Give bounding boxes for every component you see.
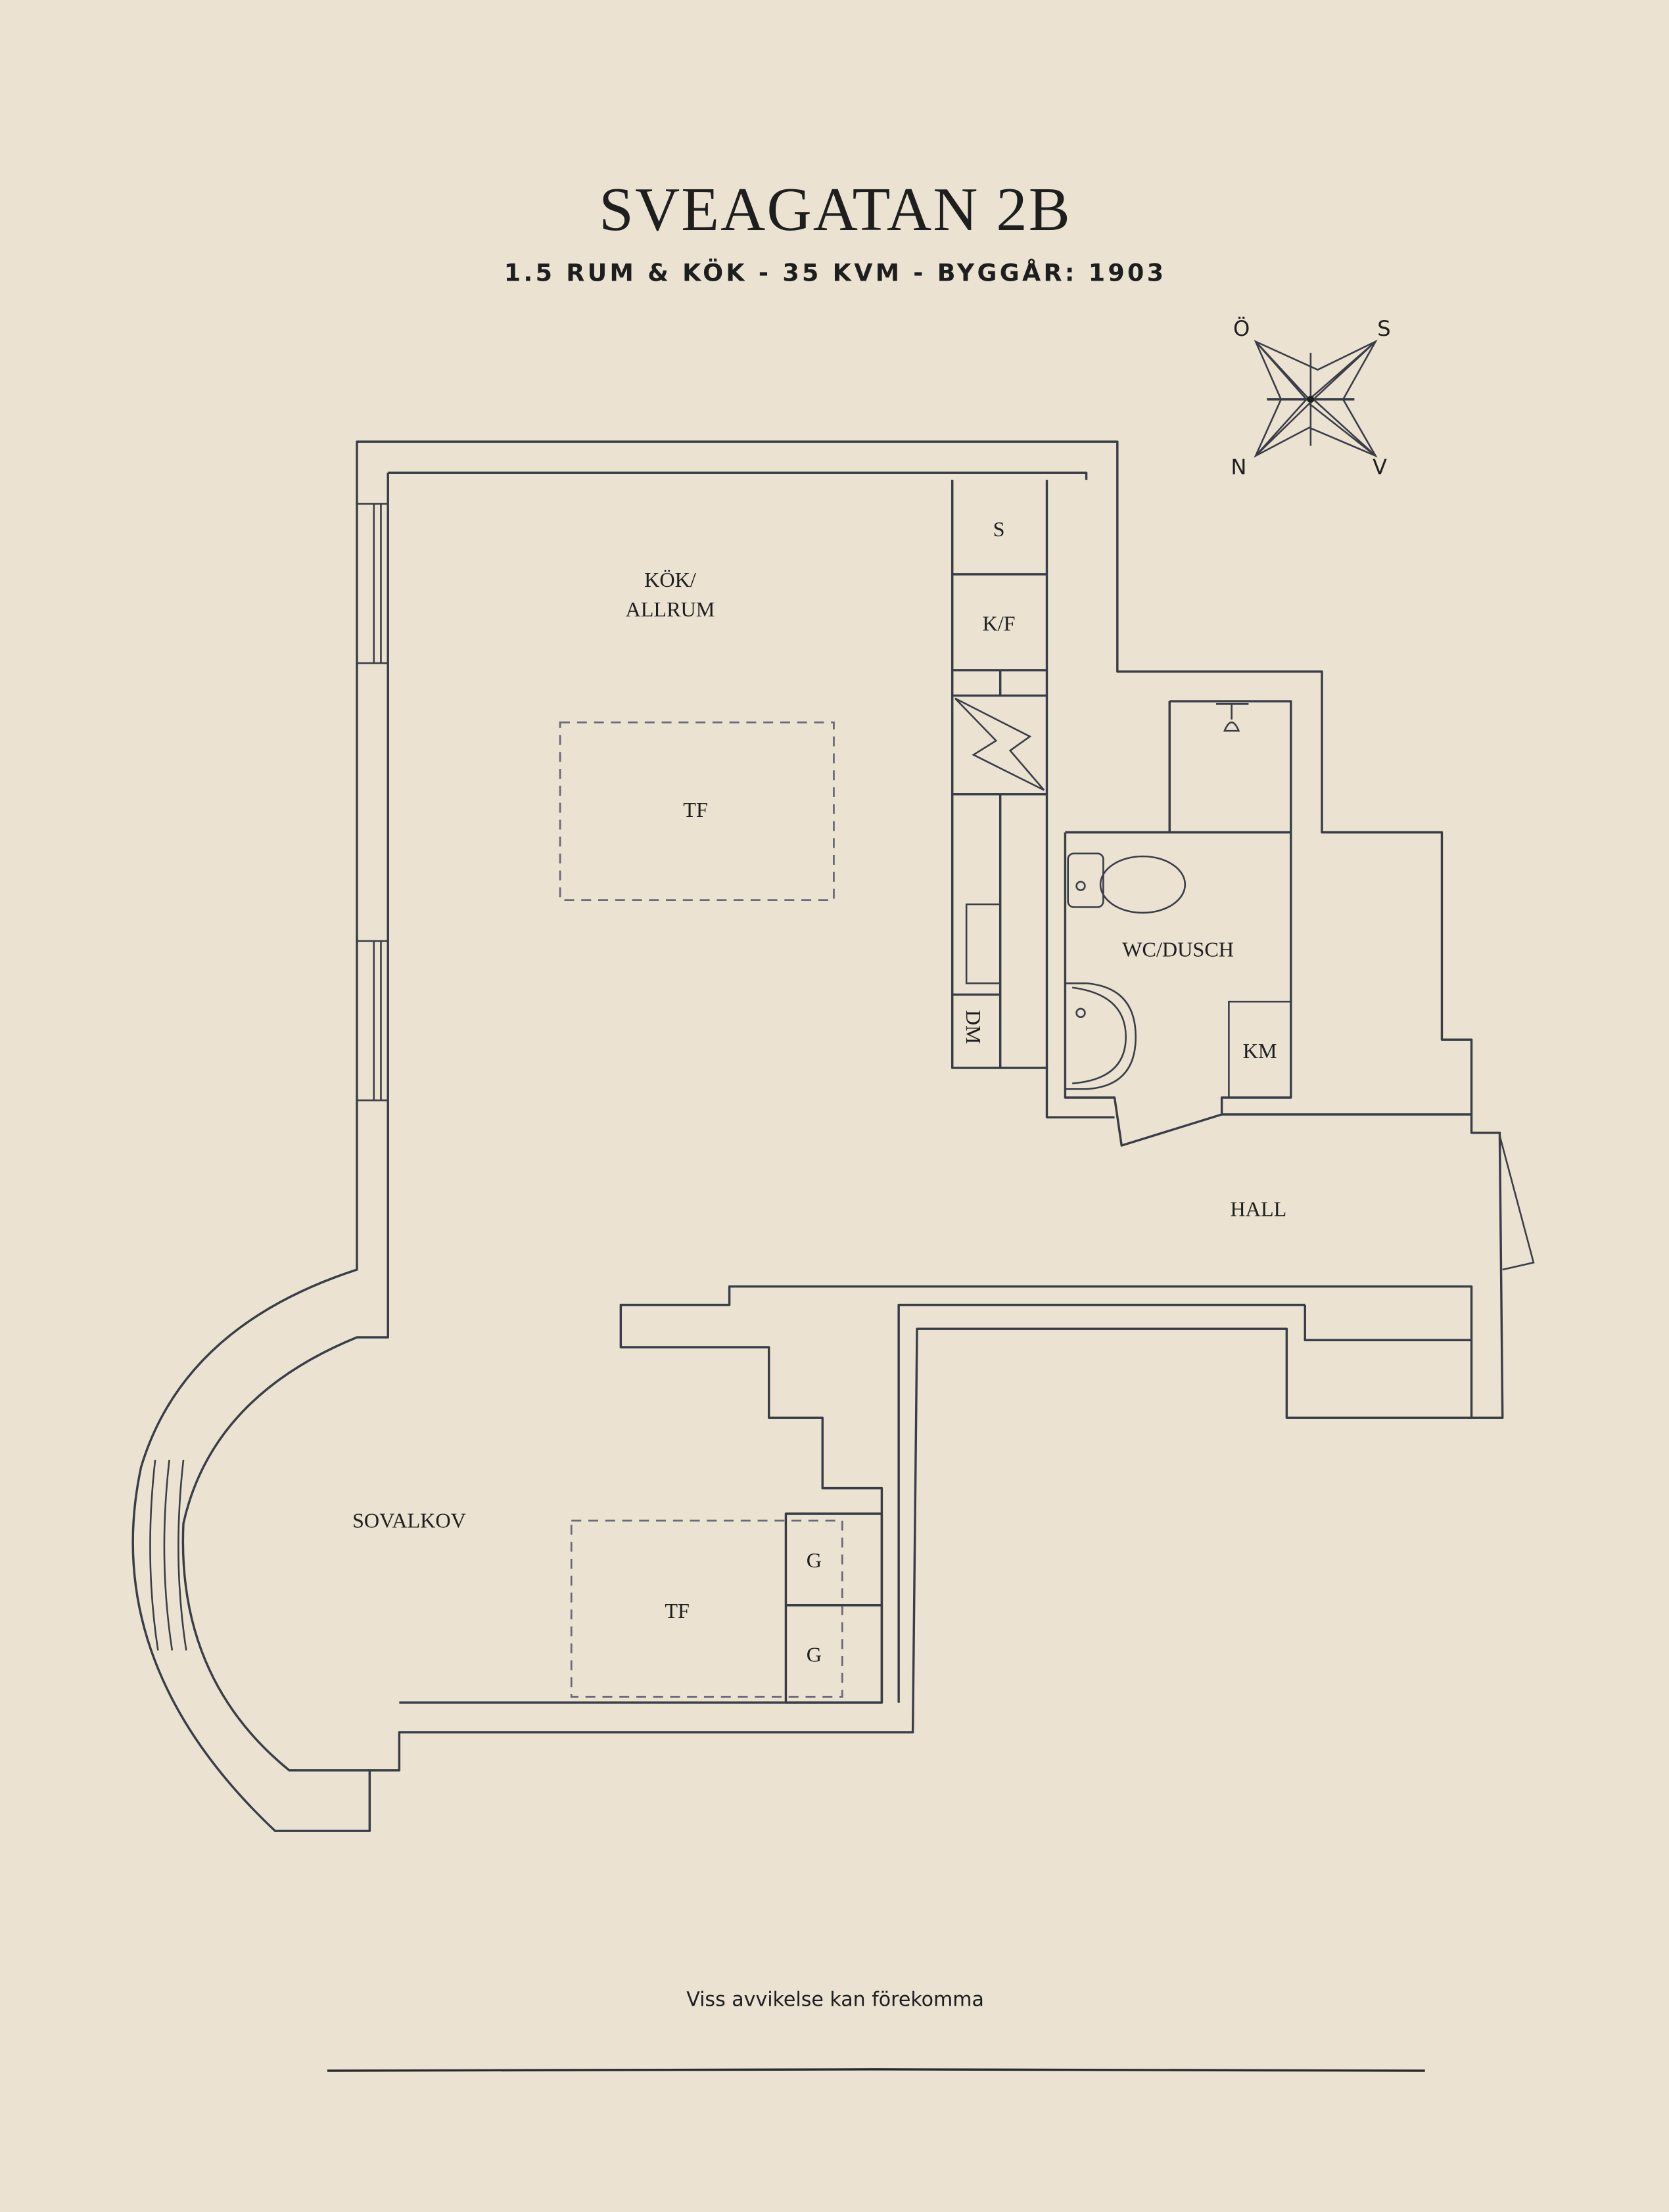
sink-icon [1065,982,1137,1090]
kitchen-counter [952,573,1047,1069]
label-fridge: K/F [982,612,1015,635]
room-label-kitchen: KÖK/ [644,568,696,591]
room-label-alcove: SOVALKOV [352,1509,466,1532]
label-bed: TF [665,1599,690,1623]
page-title: SVEAGATAN 2B [599,175,1071,244]
shower-head-icon [1216,703,1249,732]
toilet-icon [1067,852,1187,914]
disclaimer: Viss avvikelse kan förekomma [686,1988,984,2011]
compass-label-south: S [1377,316,1390,341]
compass-rose-icon [1254,339,1378,458]
compass-label-north: N [1231,454,1246,479]
bed-outline [570,1519,843,1698]
kitchen-table-outline [559,721,835,902]
room-label-bathroom: WC/DUSCH [1122,937,1234,961]
stove-icon [954,697,1045,791]
label-stove: S [993,517,1005,541]
compass-label-east: Ö [1233,316,1250,341]
label-dishwasher: DM [962,1010,985,1044]
room-label-hall: HALL [1231,1197,1287,1220]
footer-divider [327,2068,1425,2072]
apartment-summary: 1.5 RUM & KÖK - 35 KVM - BYGGÅR: 1903 [504,258,1167,287]
washer-box [1228,1000,1292,1099]
label-wardrobe-1: G [807,1548,822,1572]
label-wardrobe-2: G [807,1643,822,1667]
label-washer: KM [1243,1039,1277,1063]
room-label-allrum: ALLRUM [626,597,715,621]
label-kitchen-table: TF [683,798,708,821]
wardrobe [784,1512,883,1704]
compass-label-west: V [1373,454,1387,479]
walls [131,440,1535,1832]
